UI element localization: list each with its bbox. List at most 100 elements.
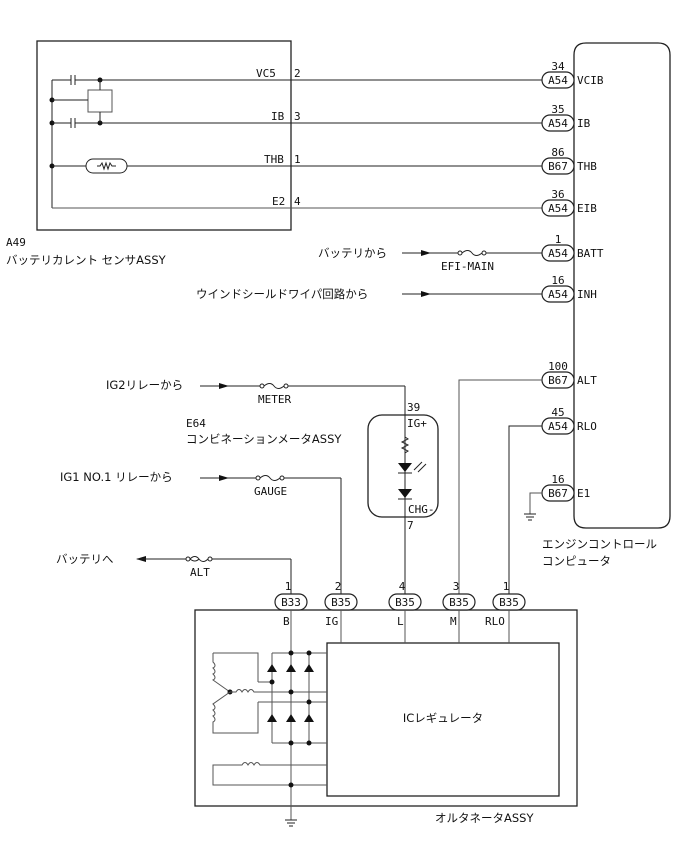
sensor-id: A49	[6, 236, 26, 249]
svg-text:86: 86	[551, 146, 564, 159]
fuse-efi-main-icon	[457, 250, 487, 256]
alternator-terminal-l: 4 B35 L	[388, 580, 422, 628]
alternator: ICレギュレータ オルタネータASSY 1 B33 B 2 B35 IG 4 B…	[194, 580, 578, 827]
meter-name: コンビネーションメータASSY	[186, 432, 342, 446]
svg-text:3: 3	[453, 580, 460, 593]
alternator-name: オルタネータASSY	[435, 811, 534, 825]
sensor-pin-number: 1	[294, 153, 301, 166]
light-emission-icon	[413, 461, 427, 473]
alternator-terminal-rlo: 1 B35 RLO	[485, 580, 526, 628]
svg-text:RLO: RLO	[485, 615, 505, 628]
fuse-gauge-label: GAUGE	[254, 485, 287, 498]
svg-text:16: 16	[551, 274, 564, 287]
fuse-efi-main-label: EFI-MAIN	[441, 260, 494, 273]
alternator-terminal-ig: 2 B35 IG	[324, 580, 358, 628]
svg-text:100: 100	[548, 360, 568, 373]
svg-text:1: 1	[555, 233, 562, 246]
svg-text:A54: A54	[548, 247, 568, 260]
diode-icon	[398, 489, 412, 498]
ecu-terminal-vcib: 34 A54 VCIB	[541, 60, 604, 89]
svg-text:B67: B67	[548, 374, 568, 387]
svg-text:2: 2	[335, 580, 342, 593]
sensor-pin-number: 3	[294, 110, 301, 123]
battery-current-sensor: VC5 2 IB 3 THB 1 E2 4 A49 バッテリカレント センサAS…	[6, 40, 301, 267]
svg-text:E1: E1	[577, 487, 590, 500]
fuse-meter-label: METER	[258, 393, 291, 406]
sensor-box	[36, 40, 292, 231]
meter-label-bottom: CHG-	[408, 503, 435, 516]
svg-text:B33: B33	[281, 596, 301, 609]
svg-text:A54: A54	[548, 288, 568, 301]
field-coil-icon	[212, 762, 327, 788]
meter-pin-top: 39	[407, 401, 420, 414]
ecu-terminal-ib: 35 A54 IB	[541, 103, 591, 132]
wiper-circuit-from-label: ウインドシールドワイパ回路から	[196, 287, 368, 301]
rectifier-bridge	[258, 650, 327, 746]
sensor-name: バッテリカレント センサASSY	[6, 253, 167, 267]
svg-text:INH: INH	[577, 288, 597, 301]
alternator-ground-icon	[285, 819, 297, 827]
svg-text:B67: B67	[548, 160, 568, 173]
svg-text:IG: IG	[325, 615, 338, 628]
ecu-name-line1: エンジンコントロール	[542, 537, 657, 551]
svg-text:THB: THB	[577, 160, 597, 173]
ecu-terminal-rlo: 45 A54 RLO	[541, 406, 597, 435]
svg-text:ALT: ALT	[577, 374, 597, 387]
svg-text:4: 4	[399, 580, 406, 593]
svg-text:45: 45	[551, 406, 564, 419]
fuse-meter-icon	[259, 383, 289, 389]
svg-text:A54: A54	[548, 74, 568, 87]
ecu-name-line2: コンピュータ	[542, 554, 611, 568]
stator-coil-icon	[212, 652, 259, 734]
svg-text:EIB: EIB	[577, 202, 597, 215]
svg-text:16: 16	[551, 473, 564, 486]
meter-label-top: IG+	[407, 417, 427, 430]
svg-text:BATT: BATT	[577, 247, 604, 260]
sensor-pin-number: 4	[294, 195, 301, 208]
svg-text:VCIB: VCIB	[577, 74, 604, 87]
ig2-relay-from-label: IG2リレーから	[106, 378, 183, 392]
ground-icon	[524, 513, 536, 521]
svg-text:RLO: RLO	[577, 420, 597, 433]
ecu-terminal-thb: 86 B67 THB	[541, 146, 597, 175]
svg-text:A54: A54	[548, 202, 568, 215]
svg-text:1: 1	[503, 580, 510, 593]
alternator-terminal-m: 3 B35 M	[442, 580, 476, 628]
led-icon	[398, 463, 412, 472]
battery-from-label: バッテリから	[318, 246, 387, 260]
ecu-box	[573, 42, 671, 529]
svg-text:B35: B35	[331, 596, 351, 609]
sensor-pin-label: THB	[264, 153, 284, 166]
ecu-terminal-alt: 100 B67 ALT	[541, 360, 597, 389]
svg-text:1: 1	[285, 580, 292, 593]
ecu-terminal-inh: 16 A54 INH	[541, 274, 597, 303]
svg-text:B: B	[283, 615, 290, 628]
alternator-box	[194, 609, 578, 807]
sensor-pin-label: IB	[271, 110, 285, 123]
ig1-relay-from-label: IG1 NO.1 リレーから	[60, 470, 173, 484]
engine-control-computer: エンジンコントロール コンピュータ	[542, 42, 671, 568]
svg-text:A54: A54	[548, 420, 568, 433]
ic-regulator-label: ICレギュレータ	[403, 711, 483, 725]
hall-element	[87, 89, 113, 113]
svg-text:B67: B67	[548, 487, 568, 500]
fuse-alt-icon	[185, 556, 213, 562]
resistor-icon	[400, 436, 410, 454]
svg-text:IB: IB	[577, 117, 591, 130]
meter-pin-bottom: 7	[407, 519, 414, 532]
svg-text:B35: B35	[449, 596, 469, 609]
battery-to-label: バッテリへ	[56, 552, 114, 566]
ecu-terminal-e1: 16 B67 E1	[541, 473, 590, 502]
fuse-alt-label: ALT	[190, 566, 210, 579]
fuse-gauge-icon	[255, 475, 285, 481]
meter-box	[367, 414, 439, 518]
ic-regulator-box	[326, 642, 560, 797]
sensor-pin-label: VC5	[256, 67, 276, 80]
combination-meter: E64 コンビネーションメータASSY 39 IG+ CHG- 7	[186, 401, 439, 532]
svg-text:M: M	[450, 615, 457, 628]
sensor-pin-number: 2	[294, 67, 301, 80]
ecu-terminal-batt: 1 A54 BATT	[541, 233, 604, 262]
svg-text:34: 34	[551, 60, 565, 73]
ecu-terminal-eib: 36 A54 EIB	[541, 188, 597, 217]
meter-id: E64	[186, 417, 206, 430]
